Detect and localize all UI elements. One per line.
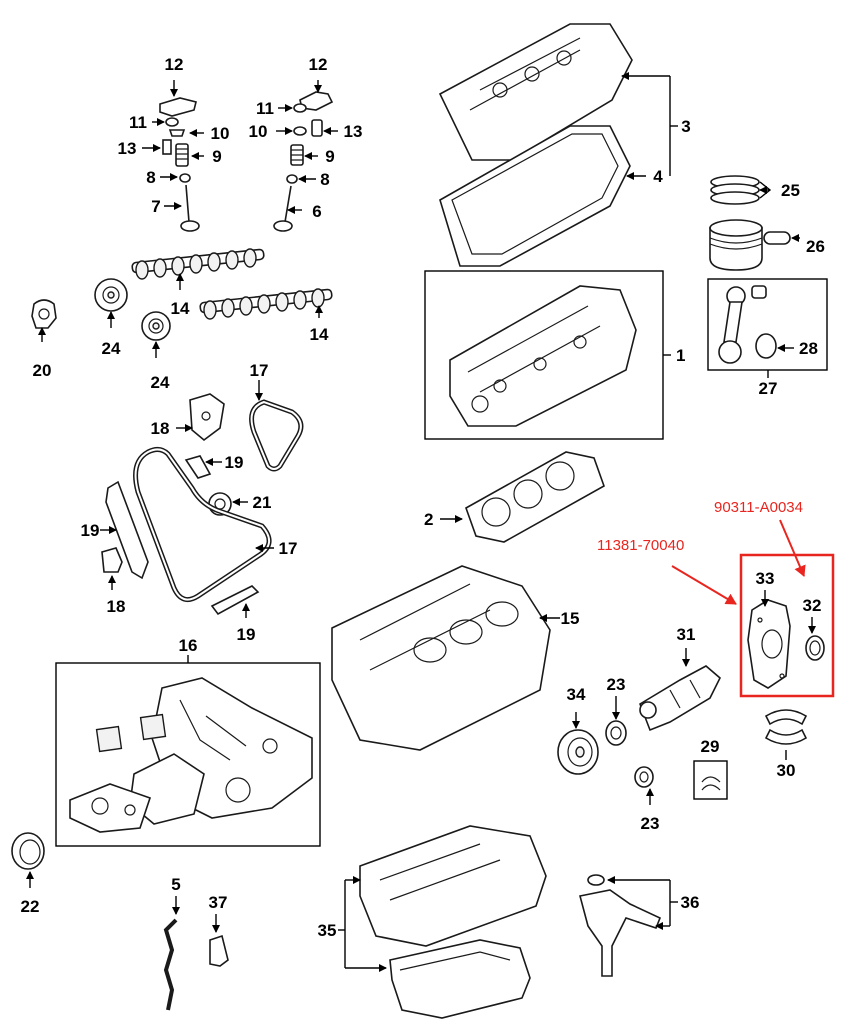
camshaft-upper [131,248,265,280]
callout-4: 4 [653,167,663,186]
vvt-gear-upper [94,278,128,312]
cam-sensor [31,299,57,329]
chain-tensioner-lower [101,547,123,573]
callout-30: 30 [777,761,796,780]
callout-17-upper: 17 [250,361,269,380]
callout-10-right: 10 [249,122,268,141]
callout-19-bottom: 19 [237,625,256,644]
main-bearings [764,709,808,745]
callout-12-left: 12 [165,55,184,74]
oil-pan-upper [359,825,547,947]
callout-8-left: 8 [146,168,155,187]
callout-23-upper: 23 [607,675,626,694]
callout-18-upper: 18 [151,419,170,438]
engine-block [331,565,551,751]
callout-33: 33 [756,569,775,588]
callout-13-left: 13 [118,139,137,158]
callout-17-lower: 17 [279,539,298,558]
callout-19-left: 19 [81,521,100,540]
highlight-box [739,553,835,698]
callout-23-lower: 23 [641,814,660,833]
callout-3: 3 [681,117,690,136]
callout-11-left: 11 [129,113,147,132]
callout-28: 28 [799,339,818,358]
callout-35: 35 [318,921,337,940]
callout-13-right: 13 [344,122,363,141]
camshaft-lower [199,288,333,320]
callout-11-right: 11 [256,99,274,118]
piston [709,219,763,271]
timing-chain-long [133,446,272,603]
callout-19-upper: 19 [225,453,244,472]
head-gasket [465,451,605,543]
dipstick-tube-37 [209,934,229,967]
valve-cover [438,23,633,161]
callout-18-lower: 18 [107,597,126,616]
valve-train-right [273,91,334,232]
part-number-label-33: 11381-70040 [597,537,684,554]
crank-sprocket-23-upper [605,720,627,746]
piston-pin [763,231,791,245]
chain-guide-bottom [210,585,260,616]
connecting-rod [718,285,767,364]
callout-24-lower: 24 [151,373,170,392]
pointer-arrow-32 [779,519,806,577]
callout-20: 20 [33,361,52,380]
callout-21: 21 [253,493,272,512]
callout-34: 34 [567,685,586,704]
front-seal [11,832,45,870]
callout-5: 5 [171,875,180,894]
pointer-arrow-33 [671,565,737,605]
callout-2: 2 [424,510,433,529]
callout-1: 1 [676,346,685,365]
rear-oil-seal [805,635,825,661]
callout-27: 27 [759,379,778,398]
chain-guide-small [184,455,212,479]
vvt-gear-lower [141,311,171,341]
crank-pulley [557,729,599,775]
valve-cover-gasket [439,125,631,267]
oil-pickup [579,874,662,977]
callout-10-left: 10 [211,124,230,143]
timing-cover-parts [69,677,313,833]
callout-22: 22 [21,897,40,916]
callout-31: 31 [677,625,696,644]
thrust-washer [701,776,721,791]
chain-guide-left [105,480,149,580]
callout-8-right: 8 [320,170,329,189]
callout-9-left: 9 [212,147,221,166]
callout-36: 36 [681,893,700,912]
thrust-washer-box [693,760,728,800]
callout-6: 6 [312,202,321,221]
piston-rings [710,175,760,205]
chain-tensioner-upper [189,393,225,442]
timing-chain-short [249,399,304,472]
callout-32: 32 [803,596,822,615]
chain-guide-5 [163,918,178,1011]
callout-37: 37 [209,893,228,912]
rod-bearing [755,333,777,359]
crankshaft [639,665,721,732]
valve-train-left [159,97,200,232]
callout-29: 29 [701,737,720,756]
callout-7: 7 [151,197,160,216]
callout-9-right: 9 [325,147,334,166]
part-number-label-32: 90311-A0034 [714,499,803,516]
callout-26: 26 [806,237,825,256]
cylinder-head [449,285,637,427]
rear-seal-retainer [747,599,791,689]
oil-seal-23-lower [634,766,654,788]
callout-14-upper: 14 [171,299,190,318]
callout-16: 16 [179,636,198,655]
callout-12-right: 12 [309,55,328,74]
callout-14-lower: 14 [310,325,329,344]
callout-25: 25 [781,181,800,200]
oil-pan-lower [389,939,531,1019]
callout-24-upper: 24 [102,339,121,358]
callout-15: 15 [561,609,580,628]
